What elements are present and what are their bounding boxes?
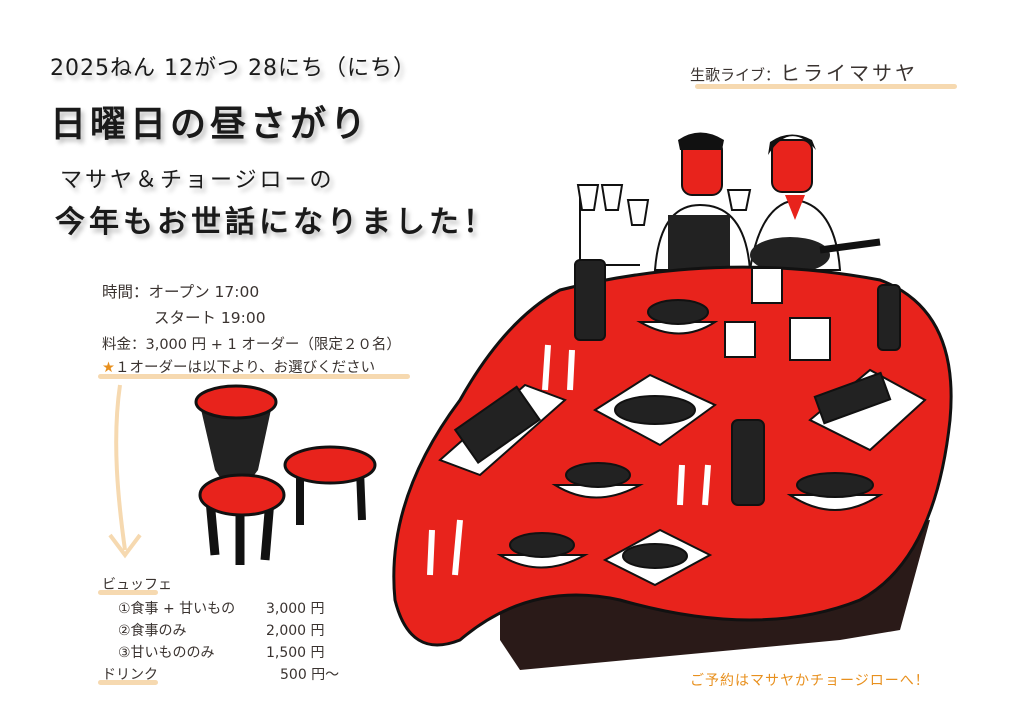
time-label: 時間： <box>102 283 149 301</box>
event-subtitle-hosts: マサヤ＆チョージローの <box>60 168 335 193</box>
arrow-head <box>108 533 142 559</box>
glasses <box>576 184 752 226</box>
stools <box>194 384 377 565</box>
note-underline <box>98 374 410 379</box>
reservation-note: ご予約はマサヤかチョージローへ！ <box>690 673 930 689</box>
buffet-underline <box>98 590 158 595</box>
drink-price: 500 円～ <box>280 667 340 683</box>
menu-item-name: ③甘いもののみ <box>118 645 215 661</box>
people <box>579 132 881 275</box>
menu-item-price: 2,000 円 <box>266 623 325 639</box>
live-name: ヒライマサヤ <box>780 61 919 85</box>
live-performer: 生歌ライブ：ヒライマサヤ <box>690 57 918 86</box>
start-time: スタート 19:00 <box>154 309 266 327</box>
event-subtitle-message: 今年もお世話になりました！ <box>55 205 497 240</box>
time-row: 時間：オープン 17:00 <box>102 280 259 302</box>
order-note-text: １オーダーは以下より、お選びください <box>115 360 376 376</box>
menu-item-price: 3,000 円 <box>266 601 325 617</box>
drink-underline <box>98 680 158 685</box>
event-date: 2025ねん 12がつ 28にち（にち） <box>50 56 416 81</box>
arrow-line <box>114 384 127 551</box>
star-icon: ★ <box>102 360 115 376</box>
drink-label: ドリンク <box>102 667 158 683</box>
fee: 料金：3,000 円 + 1 オーダー（限定２０名） <box>102 337 401 353</box>
table-items <box>427 259 927 587</box>
order-note: ★１オーダーは以下より、お選びください <box>102 356 375 377</box>
live-underline <box>695 84 957 89</box>
menu-item-name: ②食事のみ <box>118 623 187 639</box>
menu-item-name: ①食事 + 甘いもの <box>118 601 236 617</box>
menu-item-price: 1,500 円 <box>266 645 325 661</box>
buffet-label: ビュッフェ <box>102 577 172 593</box>
event-title: 日曜日の昼さがり <box>50 104 371 145</box>
live-label: 生歌ライブ： <box>690 66 781 84</box>
open-time: オープン 17:00 <box>148 283 260 301</box>
